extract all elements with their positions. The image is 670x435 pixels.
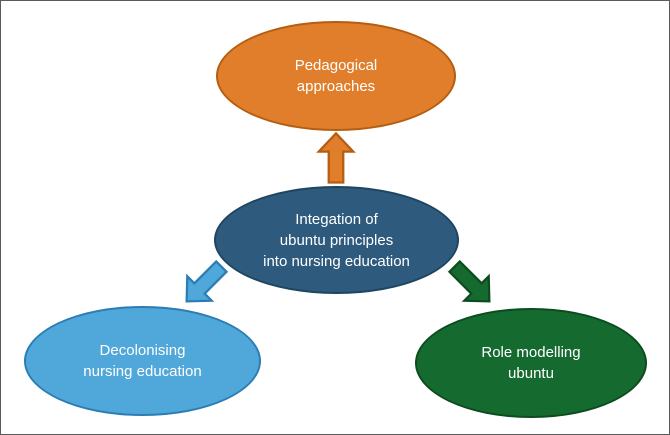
label-line: nursing education — [83, 363, 202, 380]
node-ubuntu-integration: Integation of ubuntu principles into nur… — [214, 186, 459, 294]
label-line: approaches — [296, 78, 376, 95]
node-role-modelling-ubuntu: Role modelling ubuntu — [415, 308, 647, 418]
label-line: ubuntu — [508, 365, 554, 382]
label-line: Pedagogical — [294, 57, 378, 74]
arrow-down-right-icon — [447, 259, 491, 303]
node-decolonising-nursing-education: Decolonising nursing education — [24, 306, 261, 416]
arrow-up-shape — [316, 131, 356, 184]
label-line: ubuntu principles — [279, 231, 394, 249]
label-line: Role modelling — [481, 344, 581, 361]
arrow-up-icon — [316, 131, 356, 184]
node-pedagogical-approaches-label: Pedagogical approaches — [295, 55, 378, 97]
label-line: Decolonising — [99, 342, 186, 359]
label-line: into nursing education — [263, 252, 410, 270]
arrow-down-right-shape — [447, 259, 491, 303]
node-decolonising-label: Decolonising nursing education — [83, 340, 201, 382]
label-line: Integation of — [295, 210, 378, 228]
node-ubuntu-integration-label: Integation of ubuntu principles into nur… — [263, 209, 410, 272]
arrow-down-left-shape — [185, 259, 229, 303]
arrow-down-left-icon — [185, 259, 229, 303]
node-pedagogical-approaches: Pedagogical approaches — [216, 21, 456, 131]
node-role-modelling-label: Role modelling ubuntu — [481, 342, 580, 384]
